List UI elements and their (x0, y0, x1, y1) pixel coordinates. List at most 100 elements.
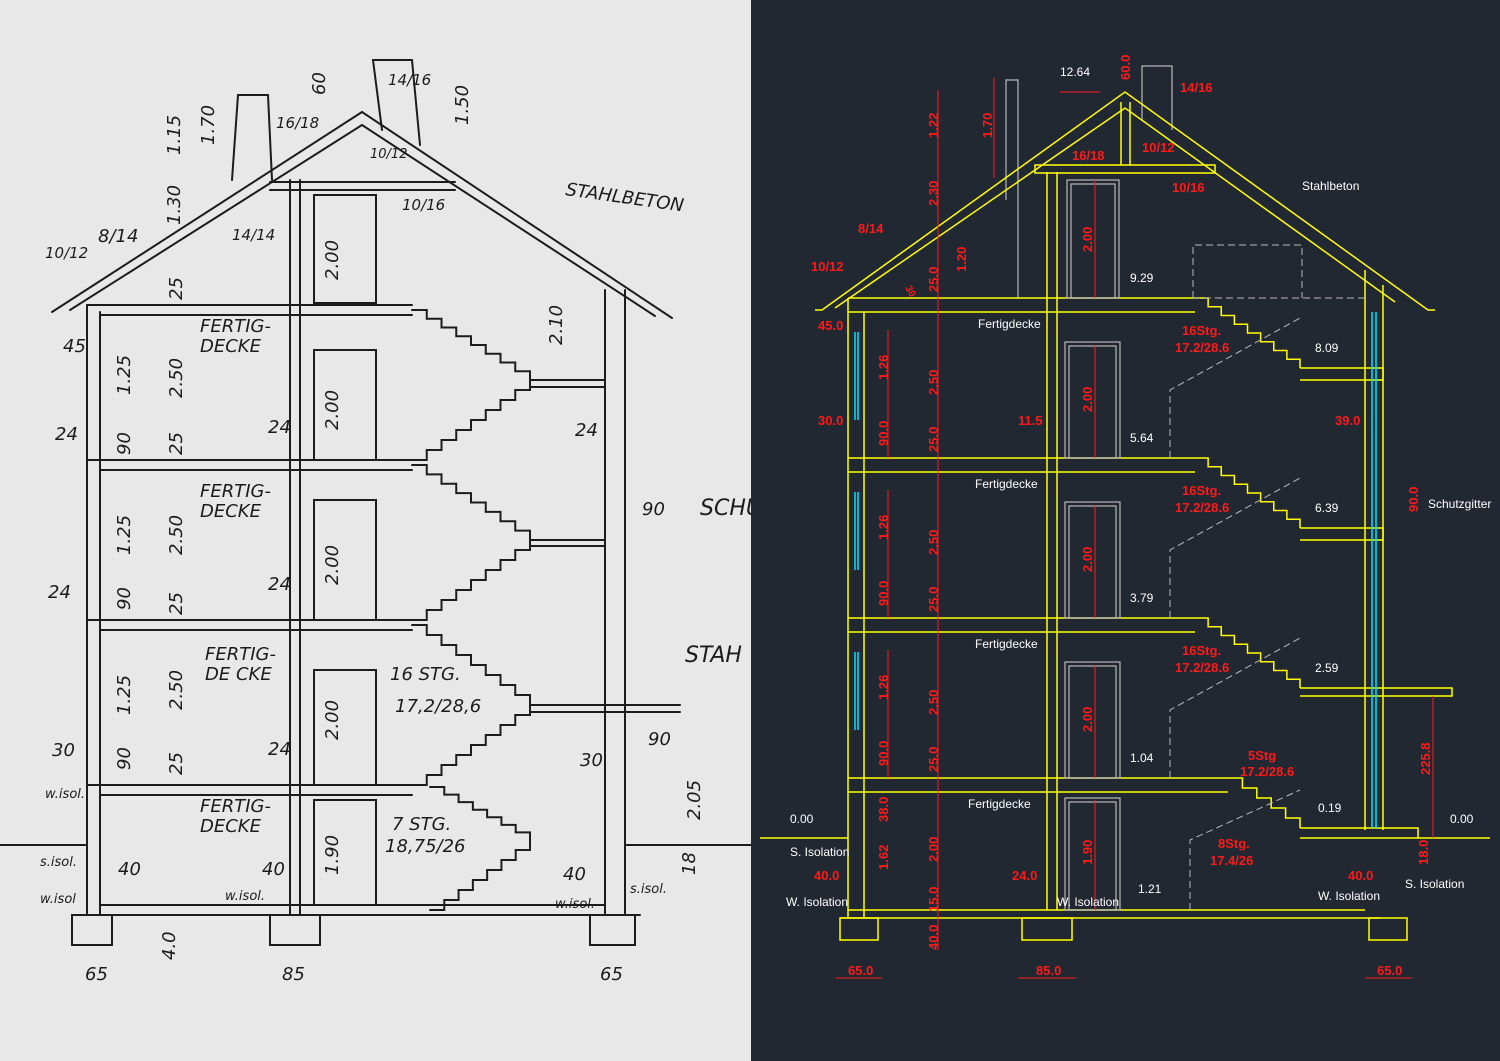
sketch-label: 2.10 (546, 305, 567, 345)
sketch-label: 40 (118, 859, 141, 880)
elevation-label: 0.19 (1318, 801, 1342, 815)
sketch-label: 14/16 (388, 71, 431, 89)
cad-dim-label: 2.50 (926, 530, 941, 555)
cad-dim-label: 2.50 (926, 690, 941, 715)
cad-dim-label: 15.0 (926, 887, 941, 912)
sketch-label: 10/16 (402, 196, 445, 214)
sketch-label: w.isol. (225, 889, 265, 904)
sketch-label: 65 (85, 964, 108, 985)
elevation-label: 1.21 (1138, 882, 1162, 896)
sketch-label: 1.25 (114, 355, 135, 395)
cad-stair-label: 17.2/28.6 (1175, 660, 1229, 675)
cad-dim-label: 1.20 (954, 247, 969, 272)
cad-dim-label: 90.0 (876, 581, 891, 606)
sketch-label: 18 (679, 852, 700, 875)
sketch-stair-flight-basement (429, 786, 531, 841)
elevation-label: 6.39 (1315, 501, 1339, 515)
cad-roof-outer (815, 91, 1435, 311)
sketch-label: 24 (575, 420, 598, 441)
sketch-label: 25 (166, 752, 187, 775)
cad-windows (854, 312, 1377, 828)
sketch-label: 24 (48, 582, 71, 603)
cad-dim-label: 1.26 (876, 355, 891, 380)
cad-dim-label: 65.0 (1377, 963, 1402, 978)
cad-stair-label: 5Stg (1248, 748, 1276, 763)
cad-dim-label: 10/12 (1142, 140, 1175, 155)
sketch-label: 1.90 (322, 835, 343, 875)
sketch-label: FERTIG- (200, 316, 271, 337)
sketch-label: 25 (166, 432, 187, 455)
sketch-structure (0, 59, 752, 946)
cad-stair-flight (1195, 617, 1301, 688)
material-label: Stahlbeton (1302, 179, 1359, 193)
sketch-roof-inner (69, 123, 656, 317)
cad-dim-label: 225.8 (1418, 742, 1433, 775)
sketch-label: 1.15 (164, 115, 185, 155)
cad-dimension-lines (836, 78, 1434, 979)
cad-dim-label: 30.0 (818, 413, 843, 428)
sketch-label: s.isol. (40, 855, 77, 870)
cad-stair-flight-ground (1228, 777, 1301, 828)
cad-dim-label: 10/16 (1172, 180, 1205, 195)
railing-label: Schutzgitter (1428, 497, 1491, 511)
sketch-label: w.isol. (45, 787, 85, 802)
cad-dim-label: 25.0 (926, 747, 941, 772)
isolation-label: W. Isolation (1057, 895, 1119, 909)
sketch-label: 1.50 (452, 85, 473, 125)
sketch-stair-flight-down (411, 309, 531, 381)
sketch-label: 2.05 (684, 780, 705, 820)
elevation-label: 0.00 (790, 812, 814, 826)
sketch-label: 2.50 (166, 670, 187, 710)
hand-sketch-panel: STAHLBETON FERTIG- DECKE FERTIG- DECKE F… (0, 0, 762, 1061)
cad-dim-label: 2.30 (926, 181, 941, 206)
cad-stairs (1195, 297, 1301, 828)
sketch-label: 16/18 (276, 114, 319, 132)
cad-red-labels: 60.0 14/16 16/18 10/12 10/16 8/14 10/12 … (811, 55, 1433, 978)
cad-background (751, 0, 1500, 1061)
sketch-label: 7 STG. (392, 814, 451, 835)
elevation-label: 12.64 (1060, 65, 1090, 79)
cad-doors (1064, 179, 1121, 911)
sketch-stair-flight-down (411, 624, 531, 706)
sketch-label: STAH (685, 643, 742, 668)
cad-dim-label: 40.0 (1348, 868, 1373, 883)
elevation-label: 8.09 (1315, 341, 1339, 355)
sketch-label: 60 (309, 72, 330, 95)
sketch-label: 2.00 (322, 390, 343, 430)
cad-dim-label: 2.00 (1080, 547, 1095, 572)
cad-dim-label: 85.0 (1036, 963, 1061, 978)
sketch-label: 40 (262, 859, 285, 880)
sketch-label: 4.0 (159, 931, 180, 960)
cad-dim-label: 25.0 (926, 267, 941, 292)
sketch-label: w.isol. (555, 897, 595, 912)
sketch-label: 2.50 (166, 515, 187, 555)
cad-stair-label: 8Stg. (1218, 836, 1250, 851)
cad-dim-label: 1.62 (876, 845, 891, 870)
sketch-label: 65 (600, 964, 623, 985)
sketch-label: FERTIG- (205, 644, 276, 665)
cad-dim-label: 24.0 (1012, 868, 1037, 883)
sketch-label: 25 (166, 277, 187, 300)
sketch-label: FERTIG- (200, 481, 271, 502)
cad-dim-label: 10/12 (811, 259, 844, 274)
elevation-label: 3.79 (1130, 591, 1154, 605)
isolation-label: W. Isolation (786, 895, 848, 909)
sketch-label: 2.00 (322, 700, 343, 740)
sketch-label: 2.50 (166, 358, 187, 398)
isolation-label: S. Isolation (1405, 877, 1464, 891)
cad-dim-label: 40.0 (814, 868, 839, 883)
cad-dim-label: 39.0 (1335, 413, 1360, 428)
sketch-label: 90 (648, 729, 671, 750)
sketch-label: FERTIG- (200, 796, 271, 817)
sketch-label: 90 (642, 499, 665, 520)
cad-dim-label: 2.00 (1080, 227, 1095, 252)
cad-dim-label: 60.0 (1118, 55, 1133, 80)
cad-stair-label: 17.2/28.6 (1175, 500, 1229, 515)
cad-dim-label: 65.0 (848, 963, 873, 978)
cad-dim-label: 16/18 (1072, 148, 1105, 163)
elevation-label: 0.00 (1450, 812, 1474, 826)
cad-dim-label: 18.0 (1416, 840, 1431, 865)
cad-stair-flight (1195, 457, 1301, 528)
sketch-stair-flight-down (411, 464, 531, 541)
